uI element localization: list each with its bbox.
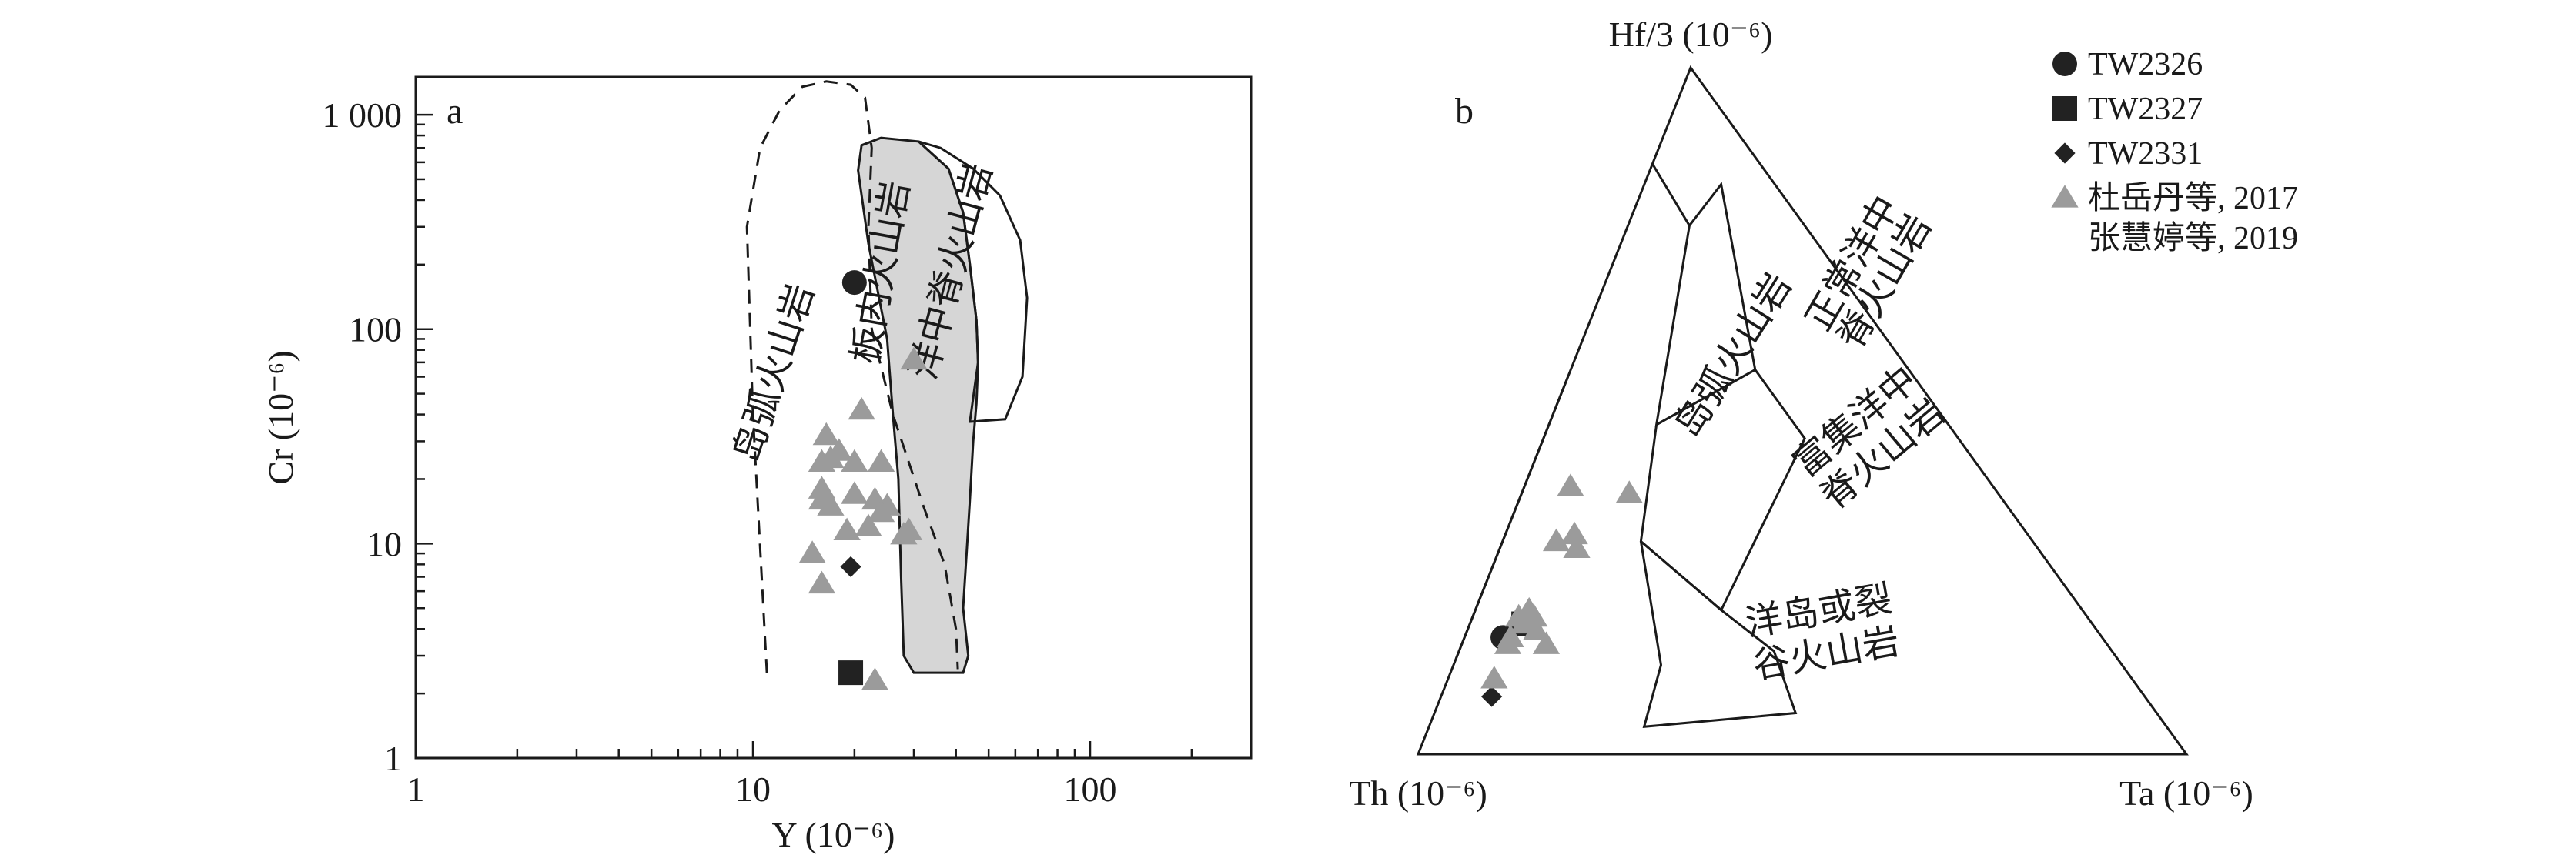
panel-a-ticks: 1 10 100 1 10 100 1 000: [323, 95, 1253, 809]
panel-b-point-series-4: [1542, 528, 1571, 552]
panel-a-letter: a: [447, 91, 463, 132]
panel-b-point-series-4: [1557, 473, 1584, 496]
legend-entry-2: TW2327: [2088, 92, 2203, 127]
panel-b-field-label-1: 岛弧火山岩: [1668, 266, 1800, 445]
panel-a-point-series-2: [838, 660, 864, 686]
panel-a-point-series-4: [867, 499, 895, 523]
panel-a-plot-frame: [414, 75, 1253, 760]
panel-a-point-series-4: [861, 667, 889, 690]
legend-entry-3: TW2331: [2088, 136, 2203, 172]
panel-a-point-series-4: [841, 449, 868, 473]
panel-b-points: [1480, 473, 1643, 707]
panel-a-points: [798, 270, 928, 690]
panel-b-point-series-4: [1497, 624, 1524, 647]
panel-a-y-axis-label: Cr (10⁻⁶): [261, 350, 300, 484]
panel-a-field-outline-3: [918, 140, 1029, 423]
panel-b-field-label-2: 正常洋中脊火山岩: [1798, 189, 1939, 356]
panel-a-point-series-4: [848, 396, 875, 420]
panel-a-fields: [745, 80, 1029, 674]
panel-a-point-series-4: [833, 517, 861, 541]
panel-a-y-tick-label: 10: [366, 524, 402, 563]
panel-b-field-label-3: 富集洋中脊火山岩: [1785, 359, 1952, 518]
panel-b-point-series-4: [1615, 480, 1643, 503]
panel-b-letter: b: [1455, 91, 1474, 132]
panel-a-point-series-4: [841, 481, 868, 504]
panel-a-x-axis-label: Y (10⁻⁶): [772, 815, 895, 854]
panel-a-point-series-4: [798, 540, 826, 563]
panel-b-apex-label-top: Hf/3 (10⁻⁶): [1609, 15, 1773, 54]
panel-a-point-series-4: [895, 517, 923, 541]
panel-b-point-series-4: [1563, 535, 1591, 558]
panel-b-field-outline-2: [1651, 163, 1757, 427]
panel-a-point-series-3: [840, 556, 861, 578]
panel-a-x-tick-label: 100: [1064, 770, 1117, 809]
panel-a-y-tick-label: 100: [349, 310, 402, 349]
legend-marker-triangle: [2051, 185, 2079, 208]
panel-a-point-series-4: [817, 493, 845, 516]
panel-a-point-series-4: [900, 346, 928, 370]
panel-b-point-series-4: [1521, 603, 1548, 627]
panel-b-field-label-4: 洋岛或裂谷火山岩: [1742, 579, 1902, 687]
panel-b-point-series-4: [1522, 617, 1551, 641]
legend-marker-diamond: [2054, 142, 2076, 164]
panel-a-point-series-4: [855, 513, 882, 536]
panel-b-field-outline-1: [1455, 376, 1570, 659]
panel-a-point-series-4: [808, 449, 836, 473]
panel-a-point-series-4: [812, 422, 840, 446]
panel-a-field-label-1: 岛弧火山岩: [726, 279, 822, 467]
panel-a-point-series-4: [867, 449, 895, 473]
panel-b-apex-label-left: Th (10⁻⁶): [1349, 773, 1487, 813]
panel-a-field-outline-1: [745, 80, 959, 673]
panel-b-point-series-4: [1561, 521, 1588, 545]
panel-b-fields: [1455, 163, 1806, 728]
panel-b-field-outline-3: [1639, 368, 1806, 613]
panel-a-x-tick-label: 10: [735, 770, 771, 809]
panel-a-y-tick-label: 1: [384, 739, 402, 778]
legend-marker-square: [2052, 96, 2077, 121]
panel-b-field-outline-4: [1639, 540, 1798, 728]
panel-a-x-tick-label: 1: [407, 770, 425, 809]
panel-b-point-series-4: [1480, 666, 1508, 689]
panel-a-point-series-4: [808, 570, 836, 594]
legend-marker-circle: [2052, 52, 2077, 76]
panel-b-point-series-4: [1532, 631, 1561, 654]
panel-b-point-series-3: [1481, 686, 1503, 707]
panel-a-y-tick-label: 1 000: [323, 95, 403, 135]
panel-b-apex-label-right: Ta (10⁻⁶): [2119, 773, 2253, 813]
panel-a-point-series-1: [841, 270, 867, 296]
legend-entry-1: TW2326: [2088, 47, 2203, 82]
